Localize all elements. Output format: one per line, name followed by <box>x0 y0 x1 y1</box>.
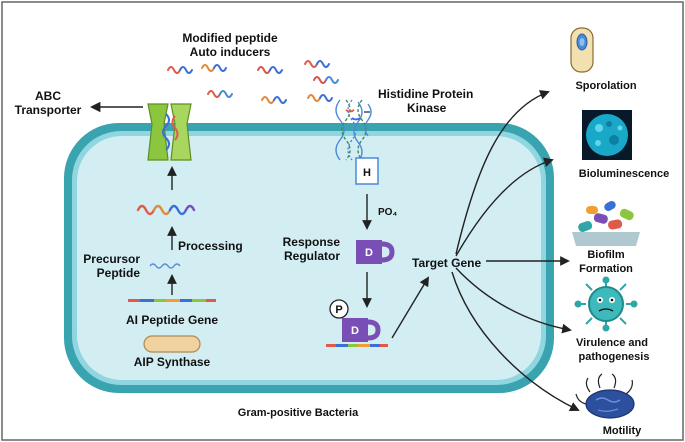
peptide-icon <box>307 94 333 102</box>
histidine-label-line2: Kinase <box>407 101 447 115</box>
outcome-virulence-line2: pathogenesis <box>579 351 650 363</box>
peptide-icon <box>304 60 330 68</box>
motility-icon <box>575 373 635 419</box>
arrow-to-bioluminescence <box>455 157 554 257</box>
virus-face <box>597 297 615 312</box>
response-label-line1: Response <box>283 235 341 249</box>
phosphorylated-regulator <box>342 318 381 342</box>
modified-peptide-label: Modified peptide <box>182 31 278 45</box>
peptide-icon <box>313 76 339 84</box>
peptide-icon <box>201 64 227 72</box>
histidine-label-line1: Histidine Protein <box>378 87 473 101</box>
abc-label-line2: Transporter <box>15 103 82 117</box>
aip-synthase-shape <box>143 335 201 353</box>
ai-peptide-gene-strip <box>128 299 216 302</box>
histidine-h-domain <box>355 157 379 185</box>
cell-name-label: Gram-positive Bacteria <box>238 407 359 419</box>
outcome-motility: Motility <box>603 425 642 437</box>
virus-icon <box>574 276 638 332</box>
biofilm-icon <box>572 201 640 246</box>
peptide-icon <box>167 66 193 74</box>
arrow-to-virulence <box>455 267 572 334</box>
mature-peptide <box>136 204 196 216</box>
peptide-icon <box>207 90 233 98</box>
regulator-to-gene-arrow <box>391 276 430 339</box>
outcome-biofilm-line2: Formation <box>579 263 633 275</box>
precursor-label-line2: Peptide <box>97 266 141 280</box>
bioluminescence-icon <box>582 110 632 160</box>
po4-label: PO₄ <box>378 207 397 218</box>
phospho-d-label: D <box>351 325 359 337</box>
target-gene-label: Target Gene <box>412 256 481 270</box>
auto-inducers-label: Auto inducers <box>190 45 271 59</box>
response-label-line2: Regulator <box>284 249 340 263</box>
peptide-icon <box>261 96 287 104</box>
cytoplasm <box>77 136 541 380</box>
arrow-to-sporulation <box>455 90 550 255</box>
processing-label: Processing <box>178 239 243 253</box>
outcome-bioluminescence: Bioluminescence <box>579 168 669 180</box>
outcome-sporulation: Sporolation <box>575 80 636 92</box>
outcome-virulence-line1: Virulence and <box>576 337 648 349</box>
regulator-d-label: D <box>365 247 373 259</box>
sporulation-icon <box>570 27 594 73</box>
outcome-biofilm-line1: Biofilm <box>587 249 624 261</box>
histidine-kinase <box>335 99 372 163</box>
arrow-to-motility <box>451 271 580 412</box>
abc-label-line1: ABC <box>35 89 61 103</box>
response-regulator <box>356 240 395 264</box>
peptide-icon <box>257 66 283 74</box>
aip-synthase-label: AIP Synthase <box>134 355 211 369</box>
phosphate-circle <box>329 299 349 319</box>
precursor-label-line1: Precursor <box>83 252 140 266</box>
ai-peptide-gene-label: AI Peptide Gene <box>126 313 218 327</box>
phospho-p-label: P <box>335 304 342 316</box>
target-dna-strip <box>326 344 388 347</box>
precursor-peptide-strand <box>149 263 181 269</box>
autoinducer-peptides <box>167 60 339 104</box>
histidine-h-label: H <box>363 167 371 179</box>
abc-transporter <box>147 103 192 161</box>
